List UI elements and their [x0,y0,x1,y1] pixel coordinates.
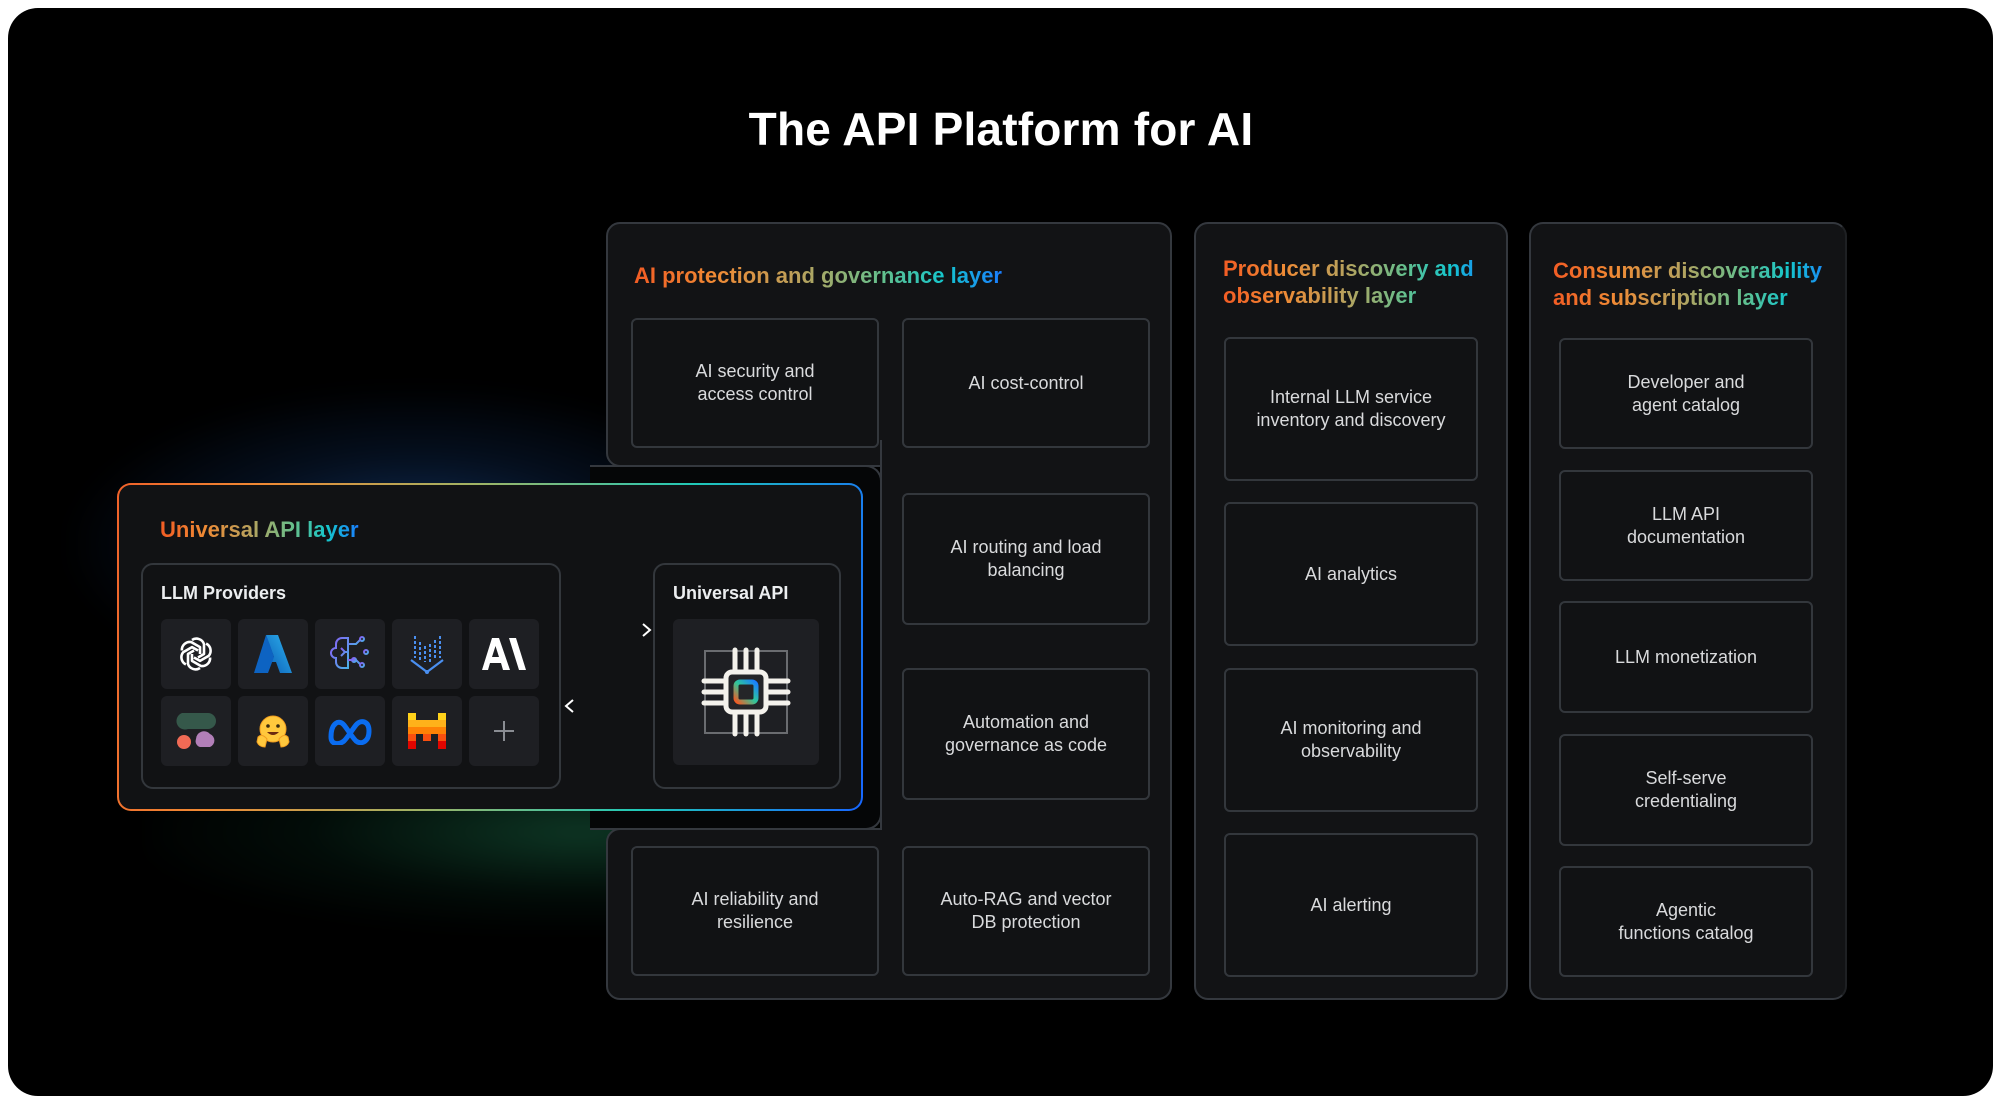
universal-api-tile[interactable] [673,619,819,765]
arrow-left-icon [564,699,653,713]
card-ai-reliability[interactable]: AI reliability and resilience [631,846,879,976]
card-ai-monitoring[interactable]: AI monitoring and observability [1224,668,1478,812]
protection-layer-heading: AI protection and governance layer [634,263,1002,288]
meta-icon [328,719,372,745]
arrow-right-icon [563,623,652,637]
universal-api-box: Universal API [653,563,841,789]
card-developer-catalog[interactable]: Developer and agent catalog [1559,338,1813,449]
consumer-layer-heading: Consumer discoverability and subscriptio… [1553,257,1833,311]
cohere-icon [176,713,216,749]
provider-tile-bars[interactable] [392,619,462,689]
add-provider-icon [494,721,514,741]
ai-brain-circuit-icon [330,636,369,669]
card-auto-rag[interactable]: Auto-RAG and vector DB protection [902,846,1150,976]
azure-icon [254,635,292,673]
universal-api-layer: Universal API layer LLM Providers [117,483,863,811]
llm-providers-title: LLM Providers [161,583,287,603]
provider-tile-mistral[interactable] [392,696,462,766]
page-title: The API Platform for AI [748,103,1254,155]
llm-providers-box: LLM Providers [141,563,561,789]
openai-icon [180,637,212,671]
card-ai-security[interactable]: AI security and access control [631,318,879,448]
card-ai-cost-control[interactable]: AI cost-control [902,318,1150,448]
add-provider-button[interactable] [469,696,539,766]
card-llm-monetization[interactable]: LLM monetization [1559,601,1813,713]
provider-tile-brain[interactable] [315,619,385,689]
provider-tile-meta[interactable] [315,696,385,766]
provider-tile-openai[interactable] [161,619,231,689]
hugging-face-icon [256,715,290,748]
card-llm-inventory[interactable]: Internal LLM service inventory and disco… [1224,337,1478,481]
card-agentic-functions[interactable]: Agentic functions catalog [1559,866,1813,977]
provider-tile-azure[interactable] [238,619,308,689]
card-llm-api-docs[interactable]: LLM API documentation [1559,470,1813,581]
mistral-icon [408,713,446,749]
chip-icon [701,647,791,737]
anthropic-icon [482,638,526,670]
universal-api-layer-heading: Universal API layer [160,517,359,542]
card-ai-analytics[interactable]: AI analytics [1224,502,1478,646]
card-ai-alerting[interactable]: AI alerting [1224,833,1478,977]
provider-tile-huggingface[interactable] [238,696,308,766]
card-ai-routing[interactable]: AI routing and load balancing [902,493,1150,625]
provider-tile-cohere[interactable] [161,696,231,766]
provider-tile-anthropic[interactable] [469,619,539,689]
vertical-bars-funnel-icon [410,636,444,674]
producer-layer-heading: Producer discovery and observability lay… [1223,255,1493,309]
panel-joint [882,820,1170,832]
card-automation-governance[interactable]: Automation and governance as code [902,668,1150,800]
universal-api-title: Universal API [673,583,789,603]
card-self-serve-credentialing[interactable]: Self-serve credentialing [1559,734,1813,846]
